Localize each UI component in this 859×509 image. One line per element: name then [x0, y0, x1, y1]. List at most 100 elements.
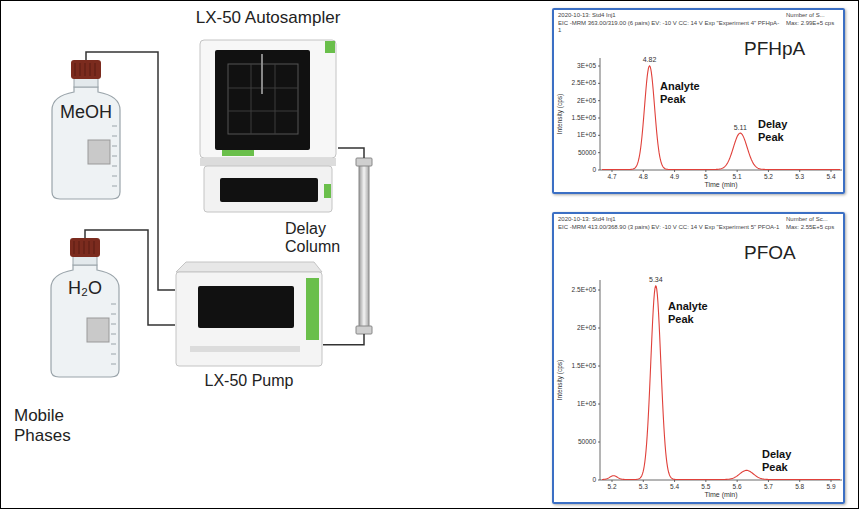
- tubing-line: [323, 334, 364, 345]
- axis-tick-label: 50000: [578, 438, 596, 445]
- axis-tick-label: 5.3: [639, 483, 648, 490]
- axis-tick-label: 5: [704, 173, 708, 180]
- axis-title: Intensity (cps): [556, 94, 563, 134]
- axis-tick: [598, 135, 600, 136]
- autosampler-body: [200, 158, 336, 166]
- instrument-label: LX-50 Pump: [149, 372, 349, 390]
- axis-tick: [598, 118, 600, 119]
- pump-body: [190, 346, 300, 352]
- chromatogram-plot: [598, 280, 842, 482]
- axis-tick: [831, 170, 832, 172]
- methanol-bottle: [52, 60, 120, 199]
- autosampler-body: [222, 150, 254, 156]
- axis-tick-label: 2.5E+05: [572, 286, 596, 293]
- tubing-line: [86, 52, 175, 290]
- axis-tick-label: 0: [592, 166, 596, 173]
- axis-tick: [598, 328, 600, 329]
- axis-tick-label: 5.5: [701, 483, 710, 490]
- autosampler-body: [200, 40, 336, 212]
- axis-tick: [598, 152, 600, 153]
- chromatogram-header: Number of Sc...: [786, 216, 828, 223]
- axis-tick: [768, 480, 769, 482]
- water-bottle: [51, 238, 119, 377]
- axis-tick: [598, 442, 600, 443]
- autosampler-body: [325, 41, 335, 53]
- axis-tick-label: 4.9: [670, 173, 679, 180]
- autosampler-body: [204, 166, 332, 212]
- axis-tick: [674, 170, 675, 172]
- solvent-label: H₂O: [49, 278, 121, 299]
- axis-tick-label: 5.1: [733, 173, 742, 180]
- peak-label: Delay Peak: [762, 448, 812, 473]
- delay-column-tube: [359, 164, 369, 328]
- delay-column-tube: [356, 158, 372, 166]
- axis-tick: [598, 366, 600, 367]
- plot-axes: [600, 280, 842, 480]
- axis-tick-label: 0: [592, 476, 596, 483]
- autosampler-body: [200, 40, 336, 158]
- chromatogram-header: 2020-10-13: Std4 Inj1: [558, 216, 616, 223]
- column-label: Delay Column: [285, 220, 347, 257]
- axis-tick: [598, 100, 600, 101]
- peak-label: Delay Peak: [758, 118, 808, 143]
- axis-tick: [737, 480, 738, 482]
- solvent-bottle: H₂O: [49, 238, 121, 378]
- axis-tick-label: 5.4: [670, 483, 679, 490]
- axis-tick-label: 1.5E+05: [572, 362, 596, 369]
- autosampler-body: [324, 184, 331, 198]
- axis-tick-label: 5.4: [826, 173, 835, 180]
- axis-tick: [799, 170, 800, 172]
- axis-tick: [612, 480, 613, 482]
- axis-tick: [598, 480, 600, 481]
- axis-tick-label: 1E+05: [577, 132, 596, 139]
- axis-tick: [643, 170, 644, 172]
- retention-time: 5.34: [649, 276, 663, 284]
- chromatogram-trace: [602, 286, 840, 480]
- chromatogram-plots: [598, 58, 842, 482]
- axis-tick-label: 5.8: [795, 483, 804, 490]
- axis-tick-label: 5.9: [826, 483, 835, 490]
- axis-tick-label: 50000: [578, 149, 596, 156]
- axis-tick: [598, 83, 600, 84]
- tubing-line: [338, 148, 364, 158]
- axis-tick-label: 2E+05: [577, 97, 596, 104]
- autosampler-body: [215, 50, 310, 150]
- chromatogram-trace: [602, 66, 840, 170]
- pump-body: [198, 286, 294, 328]
- peak-label: Analyte Peak: [660, 80, 710, 105]
- chromatogram-header: 2020-10-13: Std4 Inj1: [558, 12, 616, 19]
- axis-tick-label: 5.7: [764, 483, 773, 490]
- autosampler-body: [220, 178, 318, 202]
- axis-tick: [598, 290, 600, 291]
- plot-axes: [600, 58, 842, 170]
- delay-column-tube: [356, 158, 372, 334]
- tubing-line: [85, 230, 175, 325]
- mobile-phases-label: Mobile Phases: [14, 406, 94, 445]
- axis-tick-label: 5.6: [733, 483, 742, 490]
- chromatogram-header: Number of S...: [786, 12, 825, 19]
- peak-label: Analyte Peak: [668, 300, 718, 325]
- axis-tick-label: 1E+05: [577, 400, 596, 407]
- axis-tick-label: 2E+05: [577, 324, 596, 331]
- pump-body: [176, 262, 322, 272]
- delay-column-tube: [356, 326, 372, 334]
- chromatogram-plot: [598, 58, 842, 172]
- axis-tick: [705, 480, 706, 482]
- axis-tick: [598, 170, 600, 171]
- axis-tick: [598, 66, 600, 67]
- compound-name: PFOA: [744, 242, 834, 264]
- axis-tick: [831, 480, 832, 482]
- axis-tick-label: 3E+05: [577, 62, 596, 69]
- pump-body: [306, 278, 319, 340]
- axis-tick-label: 5.3: [795, 173, 804, 180]
- pump-body: [176, 272, 322, 366]
- instrument-label: LX-50 Autosampler: [168, 8, 368, 28]
- solvent-label: MeOH: [50, 102, 122, 123]
- axis-tick: [612, 170, 613, 172]
- axis-tick: [598, 404, 600, 405]
- axis-title: Time (min): [704, 491, 737, 499]
- compound-name: PFHpA: [744, 38, 834, 60]
